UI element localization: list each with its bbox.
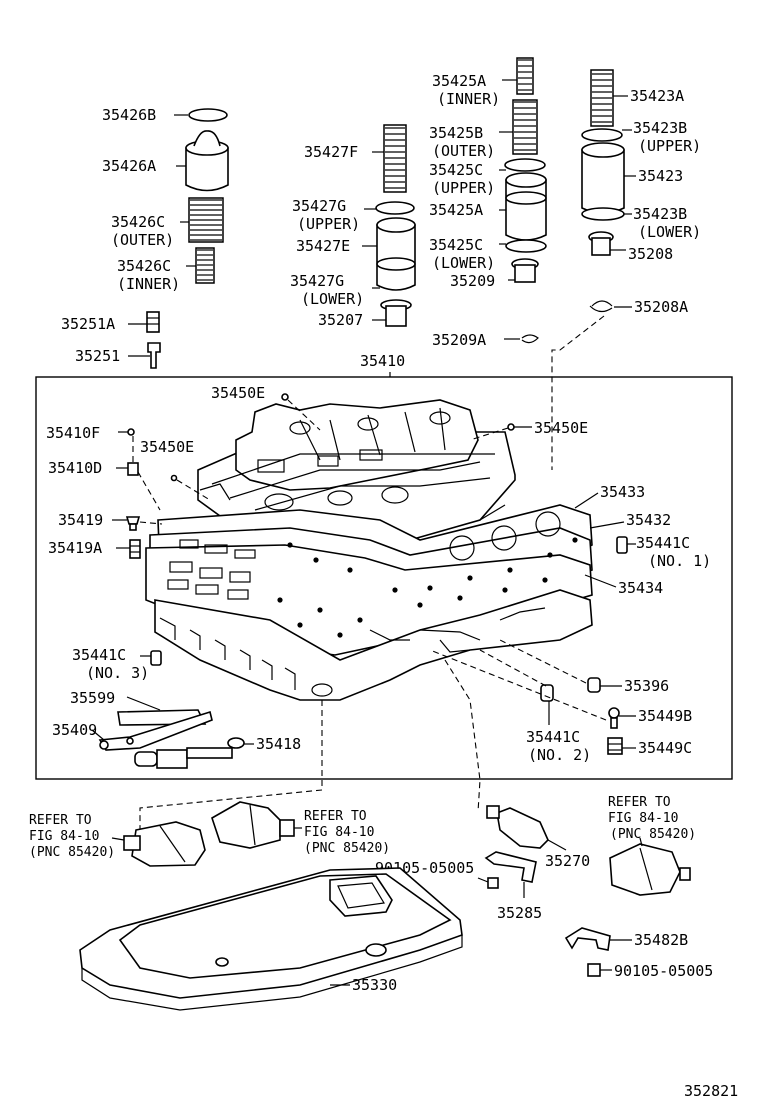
label-35207: 35207 bbox=[318, 311, 363, 329]
label-bolt-90105-b: 90105-05005 bbox=[614, 962, 713, 980]
solenoid-left bbox=[123, 821, 206, 867]
refer-right-line1: REFER TO bbox=[608, 795, 671, 810]
refer-middle-line3: (PNC 85420) bbox=[304, 841, 390, 856]
label-35426B: 35426B bbox=[102, 106, 156, 124]
label-35441C-no1: 35441C bbox=[636, 534, 690, 552]
label-35410: 35410 bbox=[360, 352, 405, 370]
label-upper-35427G: (UPPER) bbox=[297, 215, 360, 233]
label-35208: 35208 bbox=[628, 245, 673, 263]
refer-right-line3: (PNC 85420) bbox=[610, 827, 696, 842]
label-35419: 35419 bbox=[58, 511, 103, 529]
label-35410D: 35410D bbox=[48, 459, 102, 477]
label-35450E-top: 35450E bbox=[211, 384, 265, 402]
label-35432: 35432 bbox=[626, 511, 671, 529]
label-35427G-lower: 35427G bbox=[290, 272, 344, 290]
label-35450E-right: 35450E bbox=[534, 419, 588, 437]
label-35482B: 35482B bbox=[634, 931, 688, 949]
label-35433: 35433 bbox=[600, 483, 645, 501]
label-35330: 35330 bbox=[352, 976, 397, 994]
label-35425A: 35425A bbox=[429, 201, 483, 219]
solenoid-right bbox=[609, 843, 691, 896]
label-35409: 35409 bbox=[52, 721, 97, 739]
label-35251A: 35251A bbox=[61, 315, 115, 333]
label-inner-35425A: (INNER) bbox=[437, 90, 500, 108]
accumulator-piston-35423-group bbox=[581, 69, 625, 256]
part-35418-manual-valve bbox=[134, 737, 245, 769]
label-no2: (NO. 2) bbox=[528, 746, 591, 764]
label-35426C-inner: 35426C bbox=[117, 257, 171, 275]
label-upper-35425C: (UPPER) bbox=[432, 179, 495, 197]
part-35209A bbox=[521, 334, 539, 344]
part-35330-oil-strainer bbox=[79, 867, 463, 1011]
refer-right-line2: FIG 84-10 bbox=[608, 811, 678, 826]
label-35427G-upper: 35427G bbox=[292, 197, 346, 215]
part-35396 bbox=[587, 677, 601, 693]
part-35482B bbox=[564, 927, 611, 951]
label-lower-35423B: (LOWER) bbox=[638, 223, 701, 241]
refer-left-line2: FIG 84-10 bbox=[29, 829, 99, 844]
label-35599: 35599 bbox=[70, 689, 115, 707]
accumulator-piston-35425-group bbox=[504, 57, 547, 283]
label-upper-35423B: (UPPER) bbox=[638, 137, 701, 155]
label-inner: (INNER) bbox=[117, 275, 180, 293]
valve-body-assembly-frame bbox=[35, 376, 733, 780]
part-35285-bracket bbox=[484, 851, 537, 883]
label-35209A: 35209A bbox=[432, 331, 486, 349]
diagram-id: 352821 bbox=[684, 1082, 738, 1100]
part-35208A bbox=[591, 300, 613, 307]
label-35425B: 35425B bbox=[429, 124, 483, 142]
label-lower-35427G: (LOWER) bbox=[301, 290, 364, 308]
part-35251 bbox=[147, 342, 161, 369]
refer-middle-line1: REFER TO bbox=[304, 809, 367, 824]
label-35423B-lower: 35423B bbox=[633, 205, 687, 223]
label-35427E: 35427E bbox=[296, 237, 350, 255]
refer-left-line3: (PNC 85420) bbox=[29, 845, 115, 860]
label-35208A: 35208A bbox=[634, 298, 688, 316]
accumulator-piston-35426-group bbox=[185, 108, 229, 284]
label-outer-35425B: (OUTER) bbox=[432, 142, 495, 160]
label-35426A: 35426A bbox=[102, 157, 156, 175]
label-outer: (OUTER) bbox=[111, 231, 174, 249]
label-35419A: 35419A bbox=[48, 539, 102, 557]
label-35441C-no2: 35441C bbox=[526, 728, 580, 746]
label-35209: 35209 bbox=[450, 272, 495, 290]
label-35396: 35396 bbox=[624, 677, 669, 695]
label-35427F: 35427F bbox=[304, 143, 358, 161]
label-35270: 35270 bbox=[545, 852, 590, 870]
solenoid-middle bbox=[211, 801, 295, 849]
part-35251A bbox=[146, 311, 160, 333]
part-35270-solenoid bbox=[486, 805, 549, 849]
label-35418: 35418 bbox=[256, 735, 301, 753]
label-35285: 35285 bbox=[497, 904, 542, 922]
lower-valve-body bbox=[154, 589, 593, 701]
label-no1: (NO. 1) bbox=[648, 552, 711, 570]
label-35425C-lower: 35425C bbox=[429, 236, 483, 254]
label-35423: 35423 bbox=[638, 167, 683, 185]
label-35423B-upper: 35423B bbox=[633, 119, 687, 137]
label-35410F: 35410F bbox=[46, 424, 100, 442]
refer-left-line1: REFER TO bbox=[29, 813, 92, 828]
label-35434: 35434 bbox=[618, 579, 663, 597]
label-35425C-upper: 35425C bbox=[429, 161, 483, 179]
label-35423A: 35423A bbox=[630, 87, 684, 105]
accumulator-piston-35427-group bbox=[375, 124, 416, 327]
label-35425A-inner: 35425A bbox=[432, 72, 486, 90]
label-35426C-outer: 35426C bbox=[111, 213, 165, 231]
label-no3: (NO. 3) bbox=[86, 664, 149, 682]
refer-middle-line2: FIG 84-10 bbox=[304, 825, 374, 840]
label-35441C-no3: 35441C bbox=[72, 646, 126, 664]
label-35449C: 35449C bbox=[638, 739, 692, 757]
label-35251: 35251 bbox=[75, 347, 120, 365]
label-lower-35425C: (LOWER) bbox=[432, 254, 495, 272]
label-35450E-left: 35450E bbox=[140, 438, 194, 456]
label-35449B: 35449B bbox=[638, 707, 692, 725]
